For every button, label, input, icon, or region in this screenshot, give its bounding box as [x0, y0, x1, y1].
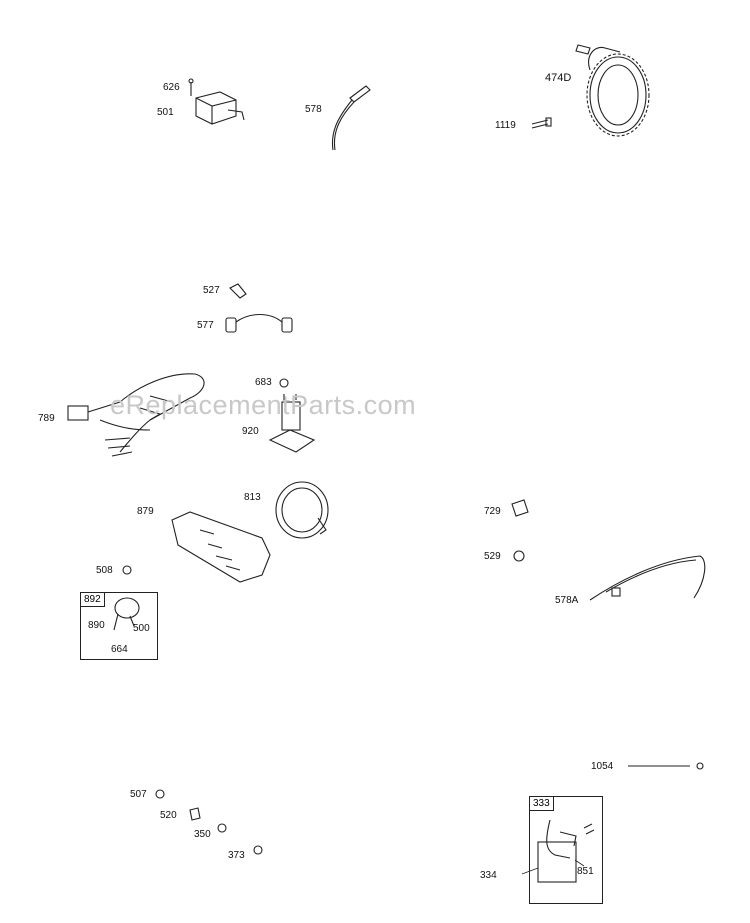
nut-683-drawing [279, 378, 289, 388]
part-label-373[interactable]: 373 [228, 850, 245, 861]
part-label-520[interactable]: 520 [160, 810, 177, 821]
wire-578-drawing [331, 85, 371, 151]
part-label-851[interactable]: 851 [577, 866, 594, 877]
screw-508-drawing [122, 565, 132, 575]
screw-626-drawing [188, 78, 194, 96]
bolt-1119-drawing [531, 117, 552, 129]
part-label-500[interactable]: 500 [133, 623, 150, 634]
part-label-729[interactable]: 729 [484, 506, 501, 517]
part-label-507[interactable]: 507 [130, 789, 147, 800]
harness-789-drawing [67, 373, 205, 457]
part-label-508[interactable]: 508 [96, 565, 113, 576]
clip-529-drawing [513, 550, 525, 562]
part-label-890[interactable]: 890 [88, 620, 105, 631]
part-label-577[interactable]: 577 [197, 320, 214, 331]
part-label-879[interactable]: 879 [137, 506, 154, 517]
part-label-578[interactable]: 578 [305, 104, 322, 115]
part-label-350[interactable]: 350 [194, 829, 211, 840]
kit-333-tag: 333 [529, 796, 554, 811]
part-label-527[interactable]: 527 [203, 285, 220, 296]
part-label-501[interactable]: 501 [157, 107, 174, 118]
lead-578A-drawing [589, 555, 706, 601]
plate-520-drawing [189, 807, 201, 821]
washer-350-drawing [217, 823, 227, 833]
grommet-729-drawing [511, 499, 529, 517]
shield-879-drawing [171, 511, 271, 583]
module-501-drawing [195, 91, 245, 125]
part-label-813[interactable]: 813 [244, 492, 261, 503]
part-label-474D[interactable]: 474D [545, 72, 572, 84]
switch-kit-892-drawing [113, 597, 140, 631]
clip-527-drawing [229, 283, 247, 299]
part-label-1119[interactable]: 1119 [495, 120, 516, 131]
part-label-789[interactable]: 789 [38, 413, 55, 424]
screw-507-drawing [155, 789, 165, 799]
kit-333-box [529, 796, 603, 904]
solenoid-920-drawing [268, 394, 316, 453]
kit-892-box [80, 592, 158, 660]
stator-474D-drawing [575, 44, 650, 137]
part-label-578A[interactable]: 578A [555, 595, 579, 606]
part-label-920[interactable]: 920 [242, 426, 259, 437]
part-label-1054[interactable]: 1054 [591, 761, 614, 772]
band-813-drawing [275, 481, 329, 539]
spring-1054-drawing [628, 762, 704, 770]
kit-892-tag: 892 [80, 592, 105, 607]
part-label-683[interactable]: 683 [255, 377, 272, 388]
ignition-kit-333-drawing [537, 819, 595, 883]
part-label-626[interactable]: 626 [163, 82, 180, 93]
watermark: eReplacementParts.com [110, 390, 417, 420]
part-label-334[interactable]: 334 [480, 870, 497, 881]
part-label-529[interactable]: 529 [484, 551, 501, 562]
part-label-664[interactable]: 664 [111, 644, 128, 655]
lead-577-drawing [225, 313, 293, 333]
nut-373-drawing [253, 845, 263, 855]
